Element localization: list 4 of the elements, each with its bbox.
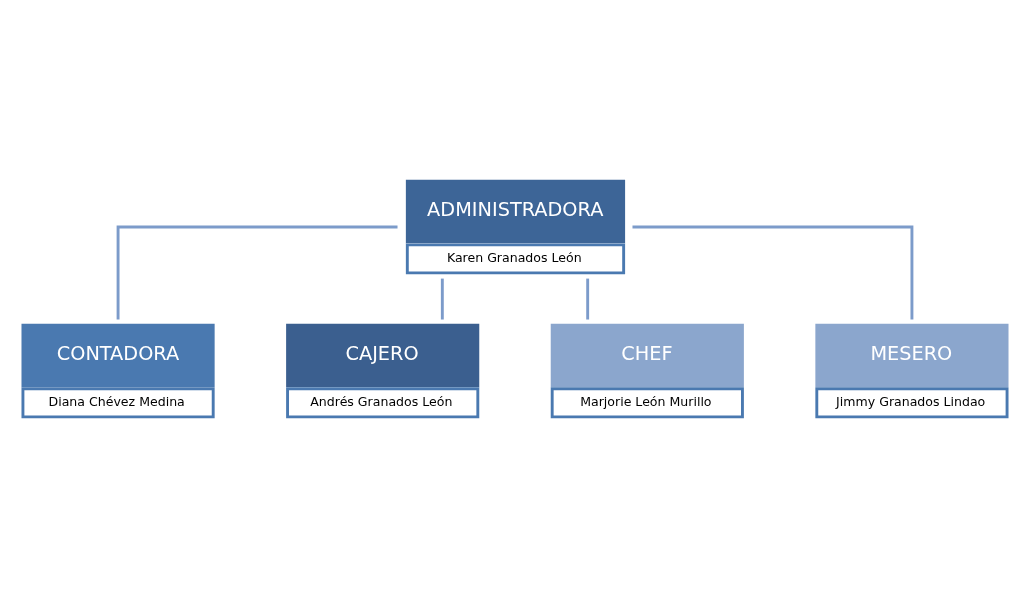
connector — [116, 225, 398, 320]
connector — [586, 278, 590, 320]
connector — [440, 278, 444, 320]
connector — [632, 225, 914, 320]
